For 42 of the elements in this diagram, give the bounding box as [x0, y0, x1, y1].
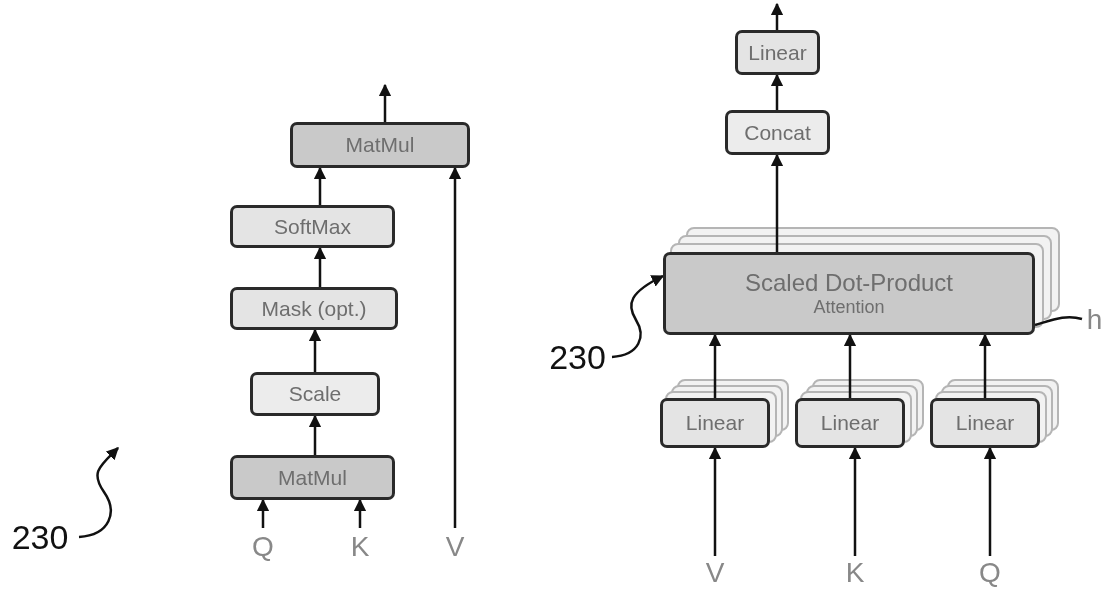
arrow: [770, 2, 784, 30]
process-box: Scale: [250, 372, 380, 416]
box-title: Scaled Dot-Product: [744, 269, 954, 297]
process-box: Mask (opt.): [230, 287, 398, 330]
arrow: [353, 498, 367, 528]
process-box: SoftMax: [230, 205, 395, 248]
arrow: [308, 414, 322, 455]
process-box: Concat: [725, 110, 830, 155]
arrow: [313, 246, 327, 287]
process-box: Linear: [930, 398, 1040, 448]
arrow: [708, 333, 722, 398]
leader-line: [1034, 315, 1083, 327]
reference-number: 230: [5, 515, 75, 559]
process-box: [663, 252, 1035, 335]
input-label: h: [1082, 305, 1107, 335]
process-box: Linear: [735, 30, 820, 75]
arrow: [843, 333, 857, 398]
process-box: Linear: [795, 398, 905, 448]
input-label: K: [840, 556, 870, 590]
process-box: Linear: [660, 398, 770, 448]
input-label: Q: [248, 528, 278, 566]
arrow: [256, 498, 270, 528]
arrow: [978, 333, 992, 398]
arrow: [378, 83, 392, 122]
arrow: [313, 166, 327, 205]
arrow: [308, 328, 322, 372]
leader-line: [78, 447, 119, 539]
input-label: Q: [975, 556, 1005, 590]
box-subtitle: Attention: [813, 297, 885, 318]
arrow: [770, 153, 784, 252]
input-label: K: [345, 528, 375, 566]
input-label: V: [700, 556, 730, 590]
arrow: [448, 166, 462, 528]
process-box: MatMul: [230, 455, 395, 500]
arrow: [848, 446, 862, 556]
reference-number: 230: [545, 335, 610, 379]
leader-line: [611, 274, 665, 359]
process-box: MatMul: [290, 122, 470, 168]
input-label: V: [440, 528, 470, 566]
arrow: [770, 73, 784, 110]
arrow: [708, 446, 722, 556]
arrow: [983, 446, 997, 556]
